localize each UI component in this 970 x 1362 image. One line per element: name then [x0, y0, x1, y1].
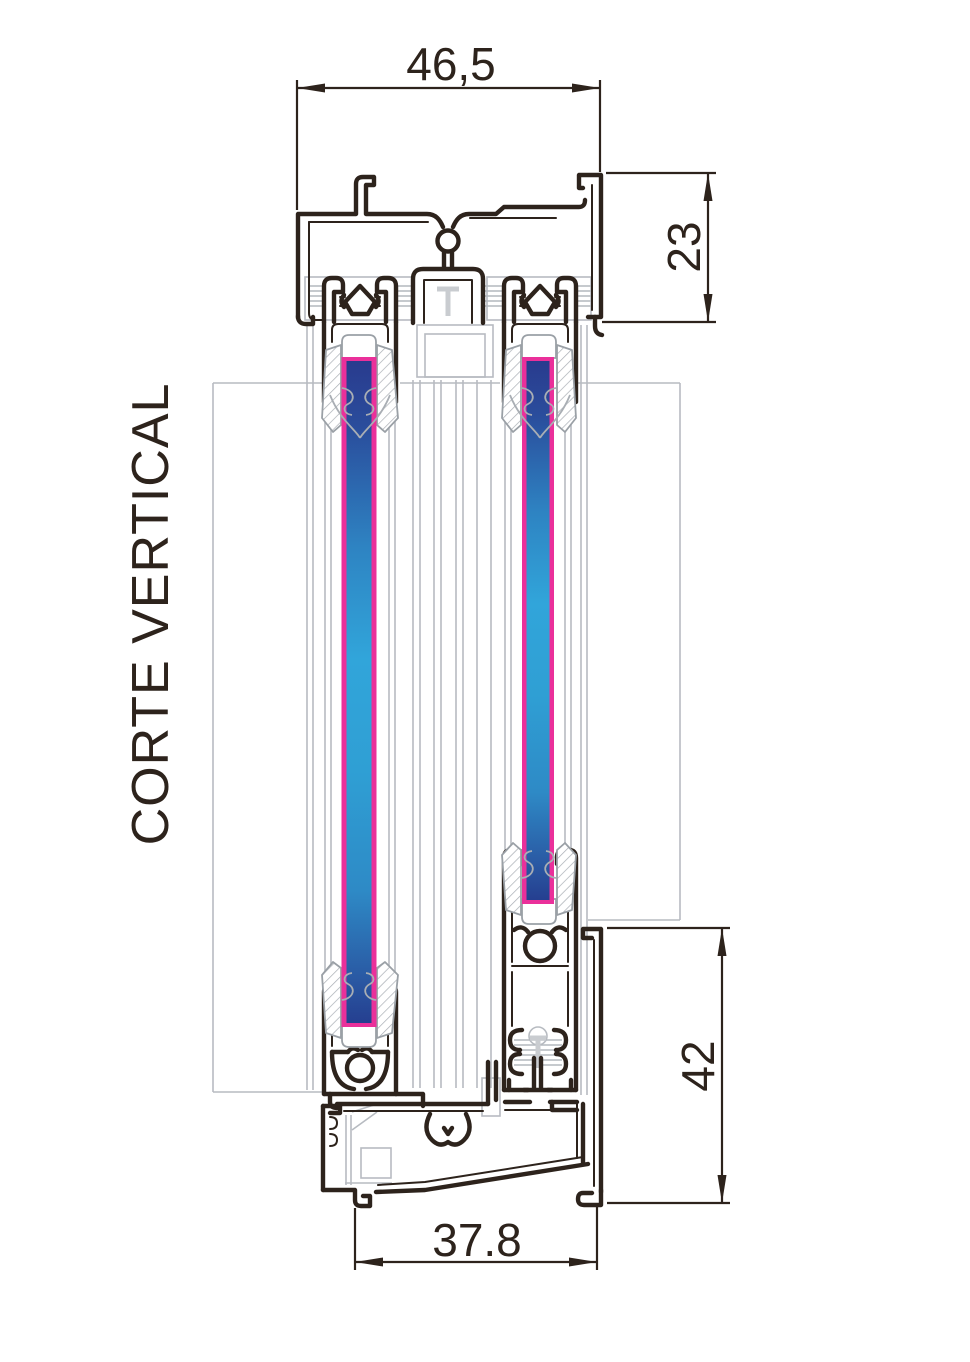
dimension-top-width: 46,5	[295, 38, 602, 210]
arrow-left	[355, 1257, 383, 1267]
roller-wheel	[344, 1052, 376, 1084]
arrow-down	[703, 294, 713, 322]
glazing-gaskets	[321, 334, 577, 1048]
gasket-top-right-cap	[521, 334, 557, 359]
dim-head-height-label: 23	[658, 221, 710, 272]
gasket-bottom-left-wedge-b	[376, 961, 399, 1039]
gasket-top-right-wedge-a	[501, 344, 522, 433]
gasket-bottom-left-cap	[341, 1021, 377, 1048]
drawing-title: CORTE VERTICAL	[122, 383, 180, 846]
head-frame-profile	[295, 174, 588, 327]
head-frame-cap-fin	[576, 172, 605, 338]
sill-outer-fin	[575, 926, 604, 1208]
arrow-up	[717, 928, 727, 956]
dimension-bottom-width: 37.8	[353, 1206, 599, 1270]
arrow-left	[297, 83, 325, 93]
gasket-bottom-left-wedge-a	[321, 961, 342, 1039]
gasket-bottom-right-wedge-b	[556, 842, 577, 916]
arrow-right	[572, 83, 600, 93]
glass-pane-left	[341, 357, 377, 1027]
arrow-up	[703, 173, 713, 201]
arrow-right	[569, 1257, 597, 1267]
gasket-bottom-right-wedge-a	[501, 842, 522, 916]
dim-sill-height-label: 42	[672, 1040, 724, 1091]
arrow-down	[717, 1175, 727, 1203]
glass-pane-right	[522, 357, 554, 904]
gasket-top-right-wedge-b	[556, 344, 577, 433]
screw-channel	[522, 928, 558, 964]
dim-bottom-width-label: 37.8	[432, 1214, 522, 1266]
gasket-fingers	[329, 387, 571, 1001]
context-lines	[212, 276, 681, 1185]
gasket-bottom-right-cap	[521, 898, 557, 925]
dimension-sill-height: 42	[607, 926, 730, 1205]
dim-top-width-label: 46,5	[406, 38, 496, 90]
gasket-top-left-wedge-a	[321, 344, 342, 433]
dimension-head-height: 23	[602, 171, 716, 324]
gasket-top-left-cap	[341, 334, 377, 359]
ghost-t-details	[437, 286, 546, 1068]
sill-profile	[320, 1059, 591, 1209]
